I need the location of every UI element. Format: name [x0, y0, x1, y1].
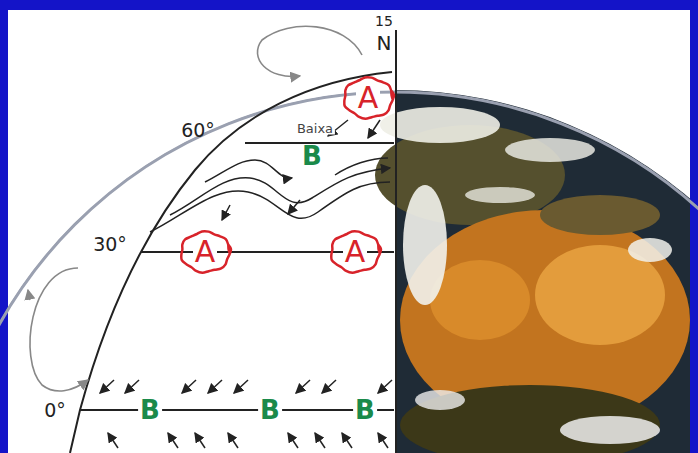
pressure-letter: A	[356, 83, 381, 113]
equator-line	[80, 409, 394, 411]
circle-stroke	[331, 231, 381, 273]
hemisphere-outline	[70, 72, 392, 453]
pressure-note: Baixa	[295, 122, 335, 135]
low-pressure-mark: B	[353, 397, 377, 423]
latitude-label: 0°	[44, 401, 66, 420]
earth-axis	[395, 30, 397, 453]
circulation-cells	[28, 26, 362, 391]
low-pressure-mark: B	[258, 397, 282, 423]
latitude-label: 30°	[93, 235, 127, 254]
page-number: 15	[375, 14, 393, 28]
north-pole-label: N	[377, 33, 392, 53]
high-pressure-circle: A	[179, 230, 232, 274]
latitude-label: 60°	[181, 121, 215, 140]
trade-winds	[100, 380, 392, 448]
circle-stroke	[344, 77, 394, 119]
low-pressure-mark: B	[138, 397, 162, 423]
pressure-letter: A	[193, 237, 218, 267]
jet-stream-waves	[150, 120, 390, 232]
high-pressure-circle: A	[329, 230, 382, 274]
pressure-letter: A	[343, 237, 368, 267]
paper	[8, 10, 690, 453]
high-pressure-circle: A	[342, 76, 395, 120]
low-pressure-mark: B	[302, 143, 322, 169]
circle-stroke	[181, 231, 231, 273]
